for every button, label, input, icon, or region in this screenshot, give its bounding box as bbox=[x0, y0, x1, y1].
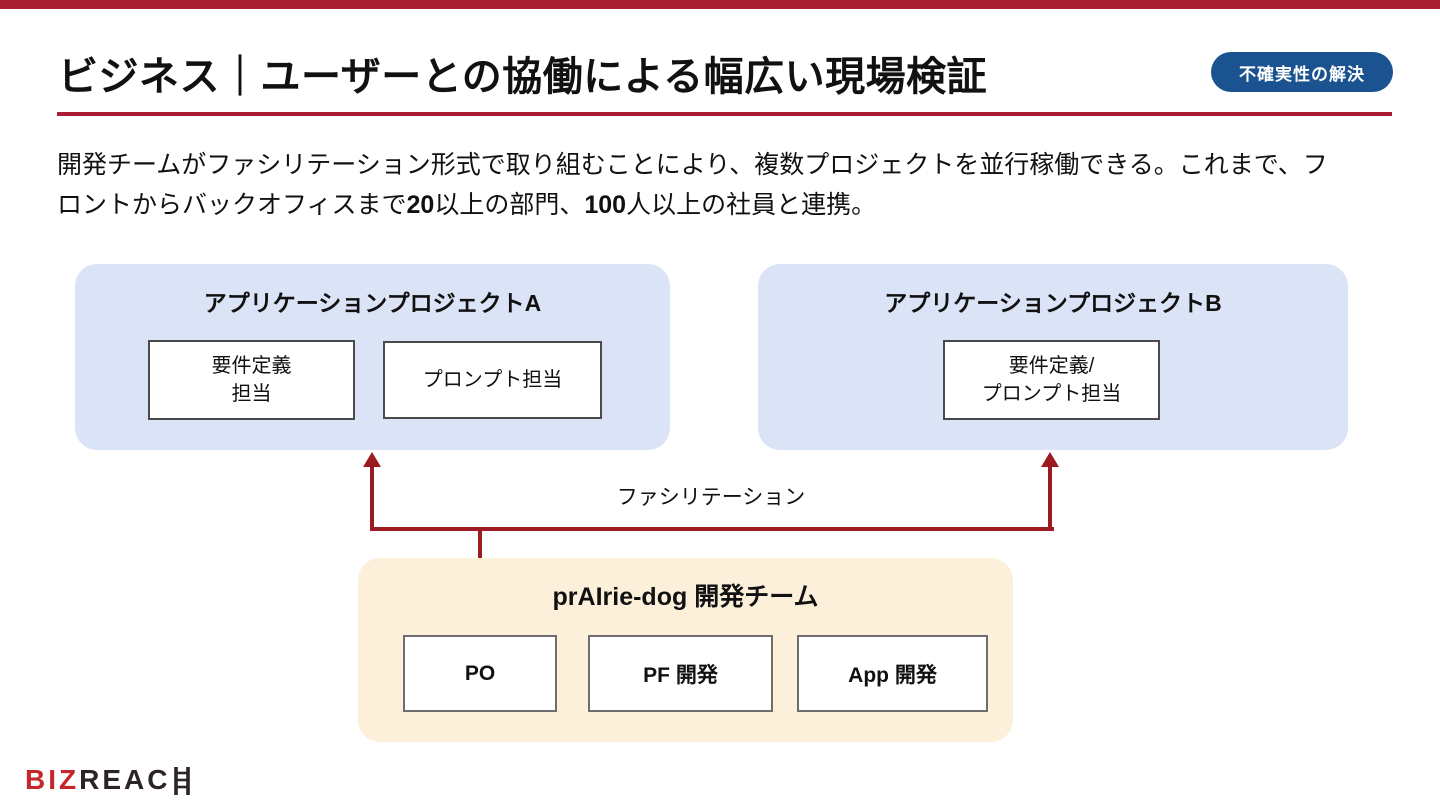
arrow-up-icon-left bbox=[363, 452, 381, 467]
project-a-role-prompt: プロンプト担当 bbox=[383, 341, 602, 419]
member-app-label: App 開発 bbox=[848, 663, 937, 687]
project-b-role-requirements-prompt: 要件定義/ プロンプト担当 bbox=[943, 340, 1160, 420]
intro-count-employees: 100 bbox=[584, 191, 627, 219]
project-a-role-requirements-line2: 担当 bbox=[231, 383, 272, 405]
project-a-card: アプリケーションプロジェクトA 要件定義 担当 プロンプト担当 bbox=[75, 264, 670, 450]
intro-line2-post: 人以上の社員と連携。 bbox=[626, 191, 877, 219]
project-b-role-line1: 要件定義/ bbox=[1008, 355, 1095, 377]
intro-paragraph: 開発チームがファシリテーション形式で取り組むことにより、複数プロジェクトを並行稼… bbox=[57, 145, 1397, 225]
project-a-role-requirements: 要件定義 担当 bbox=[148, 340, 355, 420]
page-title: ビジネス｜ユーザーとの協働による幅広い現場検証 bbox=[58, 55, 988, 99]
logo-reac-text: REAC bbox=[79, 764, 171, 795]
project-a-title: アプリケーションプロジェクトA bbox=[203, 290, 542, 316]
connector-right-vertical-line bbox=[1048, 464, 1052, 531]
ladder-h-icon bbox=[170, 766, 193, 795]
uncertainty-resolution-badge: 不確実性の解決 bbox=[1211, 52, 1393, 92]
dev-team-title: prAIrie-dog 開発チーム bbox=[552, 583, 819, 611]
member-box-po: PO bbox=[403, 635, 557, 712]
top-accent-bar bbox=[0, 0, 1440, 9]
connector-horizontal-line bbox=[370, 527, 1054, 531]
project-b-card: アプリケーションプロジェクトB 要件定義/ プロンプト担当 bbox=[758, 264, 1348, 450]
project-b-title: アプリケーションプロジェクトB bbox=[884, 290, 1222, 316]
intro-line2-mid: 以上の部門、 bbox=[434, 191, 585, 219]
project-b-role-line2: プロンプト担当 bbox=[981, 383, 1122, 405]
facilitation-label: ファシリテーション bbox=[616, 486, 806, 509]
member-box-pf-dev: PF 開発 bbox=[588, 635, 773, 712]
member-box-app-dev: App 開発 bbox=[797, 635, 988, 712]
project-a-role-prompt-label: プロンプト担当 bbox=[422, 369, 563, 391]
project-a-role-requirements-line1: 要件定義 bbox=[211, 355, 292, 377]
arrow-up-icon-right bbox=[1041, 452, 1059, 467]
dev-team-card: prAIrie-dog 開発チーム PO PF 開発 App 開発 bbox=[358, 558, 1013, 742]
member-po-label: PO bbox=[464, 661, 496, 685]
member-pf-label: PF 開発 bbox=[643, 663, 718, 687]
title-underline bbox=[57, 112, 1392, 116]
uncertainty-badge-label: 不確実性の解決 bbox=[1239, 64, 1365, 84]
intro-line1: 開発チームがファシリテーション形式で取り組むことにより、複数プロジェクトを並行稼… bbox=[57, 151, 1328, 179]
logo-biz-text: BIZ bbox=[25, 764, 80, 795]
connector-left-vertical-line bbox=[370, 464, 374, 531]
intro-line2-pre: ロントからバックオフィスまで bbox=[57, 191, 407, 219]
intro-count-departments: 20 bbox=[406, 191, 435, 219]
